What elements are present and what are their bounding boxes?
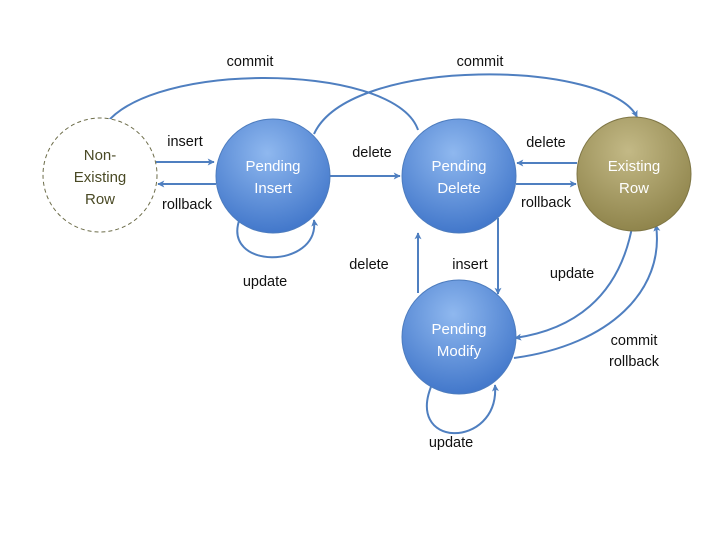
update-loop-pending-modify xyxy=(426,379,499,435)
label-rollback-right: rollback xyxy=(521,195,572,211)
state-pending-modify: Pending Modify xyxy=(401,279,517,395)
label-insert-lower: insert xyxy=(452,257,487,273)
label-rollback-left: rollback xyxy=(162,197,213,213)
label-update-insert-loop: update xyxy=(243,274,287,290)
state-label-line: Pending xyxy=(431,321,486,338)
state-label-line: Pending xyxy=(431,158,486,175)
label-insert: insert xyxy=(167,134,202,150)
label-delete-lower: delete xyxy=(349,257,389,273)
label-rollback-lower: rollback xyxy=(609,354,660,370)
label-delete-right: delete xyxy=(526,135,566,151)
commit-rollback-arrow-modify-to-existing xyxy=(513,224,661,359)
state-pending-delete: Pending Delete xyxy=(401,118,517,234)
label-commit-left: commit xyxy=(227,54,274,70)
label-commit-lower: commit xyxy=(611,333,658,349)
state-existing-row: Existing Row xyxy=(576,116,692,232)
state-label-line: Insert xyxy=(254,180,292,197)
label-update-existing: update xyxy=(550,266,594,282)
state-label-line: Modify xyxy=(437,343,482,360)
commit-arrow-insert-to-nonexisting xyxy=(99,77,419,135)
state-label-line: Row xyxy=(85,191,115,208)
label-update-modify-loop: update xyxy=(429,435,473,451)
update-loop-pending-insert xyxy=(236,217,319,259)
label-delete-middle: delete xyxy=(352,145,392,161)
state-label-line: Existing xyxy=(74,169,127,186)
label-commit-right: commit xyxy=(457,54,504,70)
update-arrow-existing-to-modify xyxy=(514,221,634,341)
state-label-line: Row xyxy=(619,180,649,197)
state-label-line: Existing xyxy=(608,158,661,175)
state-pending-insert: Pending Insert xyxy=(215,118,331,234)
state-label-line: Non- xyxy=(84,147,117,164)
commit-arrow-delete-to-existing xyxy=(313,73,638,135)
state-non-existing-row: Non- Existing Row xyxy=(42,117,158,233)
state-label-line: Delete xyxy=(437,180,480,197)
state-label-line: Pending xyxy=(245,158,300,175)
